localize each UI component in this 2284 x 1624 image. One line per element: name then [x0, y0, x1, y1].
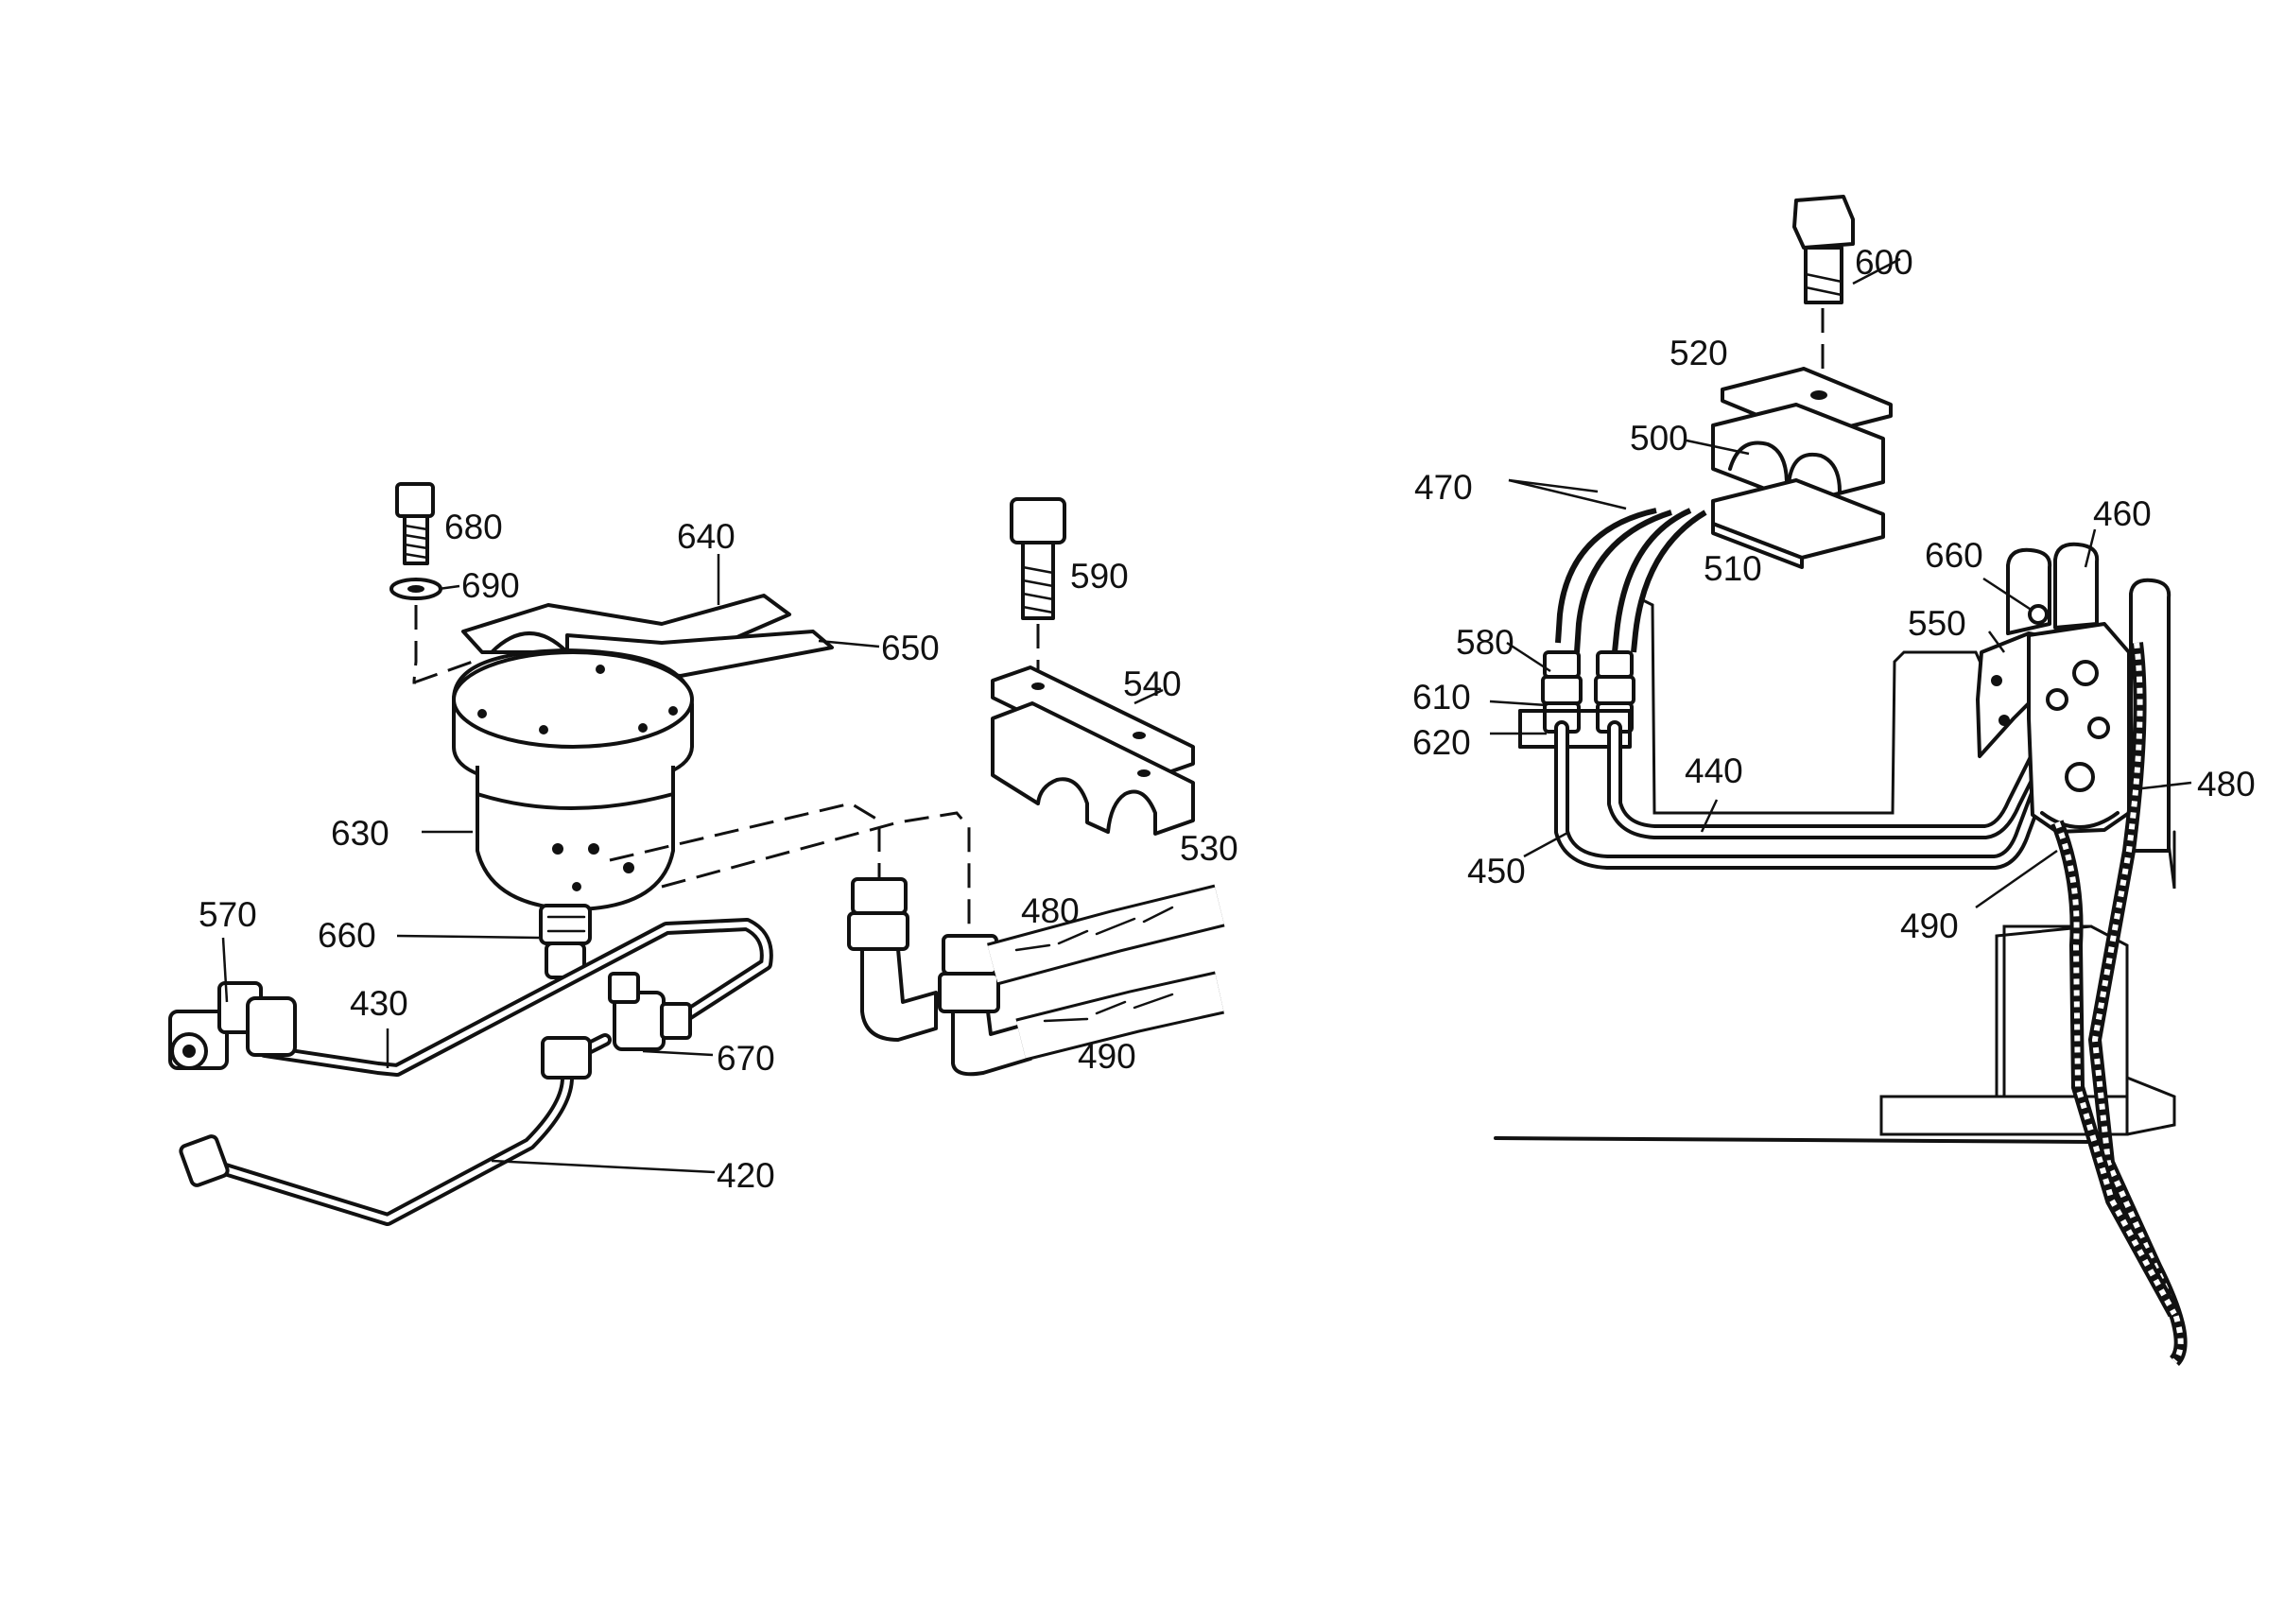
label-650: 650 — [881, 629, 940, 667]
label-450: 450 — [1467, 852, 1526, 890]
label-420: 420 — [717, 1156, 775, 1195]
elbow-fittings — [847, 877, 1032, 1077]
label-510: 510 — [1704, 549, 1762, 588]
bolt-600 — [1792, 195, 1855, 304]
motor-630 — [452, 648, 694, 911]
label-590: 590 — [1070, 557, 1129, 596]
pipe-430 — [258, 918, 773, 1077]
label-530: 530 — [1180, 829, 1238, 868]
label-550: 550 — [1908, 604, 1966, 643]
hoses-left — [987, 884, 1225, 1062]
fittings-580-610-620 — [1518, 650, 1635, 749]
label-430: 430 — [350, 984, 408, 1023]
label-570: 570 — [199, 895, 257, 934]
plate-520 — [1721, 367, 1893, 439]
label-610: 610 — [1412, 678, 1471, 717]
label-440: 440 — [1685, 752, 1743, 790]
label-500: 500 — [1630, 419, 1688, 458]
label-600: 600 — [1855, 243, 1913, 282]
label-630: 630 — [331, 814, 389, 853]
bolt-680 — [395, 482, 435, 565]
label-480-right: 480 — [2197, 765, 2256, 803]
label-540: 540 — [1123, 665, 1182, 703]
label-580: 580 — [1456, 623, 1514, 662]
clamp-500-510 — [1711, 403, 1885, 569]
fitting-660-left — [539, 904, 592, 979]
hoses-470 — [1555, 508, 1707, 653]
label-480-left: 480 — [1021, 891, 1080, 930]
label-640: 640 — [677, 517, 735, 556]
clamp-540-530 — [991, 665, 1195, 836]
valve-block-550 — [1976, 622, 2131, 834]
fitting-660-right — [2028, 604, 2049, 625]
hoses-right — [2050, 642, 2188, 1366]
label-680: 680 — [444, 508, 503, 546]
tee-670 — [608, 972, 692, 1051]
washer-690 — [389, 578, 442, 600]
label-660-right: 660 — [1925, 536, 1983, 575]
label-520: 520 — [1670, 334, 1728, 372]
pipe-420 — [179, 1033, 612, 1226]
label-470: 470 — [1414, 468, 1473, 507]
leader-lines — [221, 257, 2192, 1174]
label-490-right: 490 — [1900, 907, 1959, 945]
bolt-590 — [1010, 497, 1066, 620]
part-labels: 680 690 640 650 590 540 530 630 570 660 … — [199, 243, 2256, 1195]
fitting-570 — [168, 981, 297, 1070]
label-620: 620 — [1412, 723, 1471, 762]
label-670: 670 — [717, 1039, 775, 1078]
bracket-640 — [461, 594, 834, 678]
label-460: 460 — [2093, 494, 2152, 533]
label-660-left: 660 — [318, 916, 376, 955]
label-490-left: 490 — [1078, 1037, 1136, 1076]
label-690: 690 — [461, 566, 520, 605]
